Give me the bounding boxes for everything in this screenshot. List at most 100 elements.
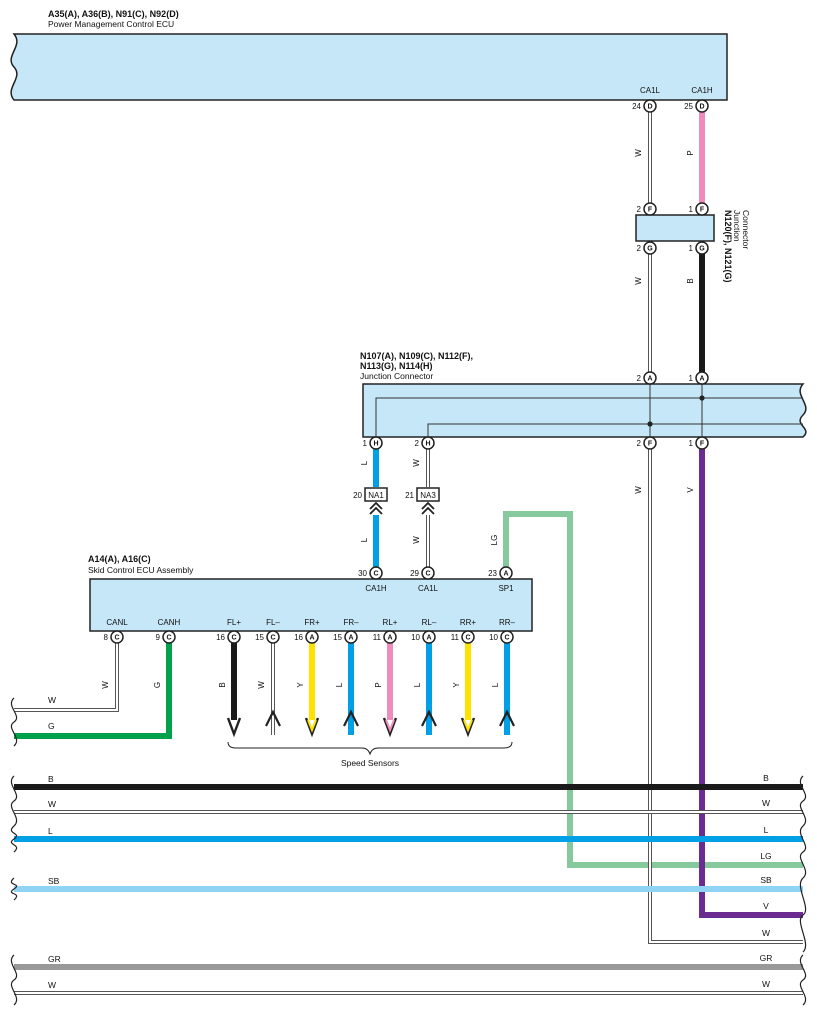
jc-internal-ca1h xyxy=(375,397,803,437)
wire-canl-left xyxy=(14,643,119,712)
wire-label: G xyxy=(153,682,162,688)
sensor-wire-label: B xyxy=(218,682,227,687)
power-management-ecu-box xyxy=(10,33,728,101)
wire-ca1h-down xyxy=(699,449,803,918)
bus-left-label: GR xyxy=(48,954,61,964)
power-management-ecu-title: A35(A), A36(B), N91(C), N92(D) xyxy=(48,9,179,19)
right-break-group-1 xyxy=(799,775,807,827)
junction-connector-large-title-1: N107(A), N109(C), N112(F), xyxy=(360,351,473,361)
skid-bottom-pin-number: 11 xyxy=(373,633,382,642)
jc-internal-ca1l xyxy=(427,423,803,437)
sensor-input-arrow xyxy=(265,709,281,727)
jc-large-bottom-pin-letter: F xyxy=(700,441,705,448)
left-break-can xyxy=(10,697,18,747)
skid-bottom-pin-letter: A xyxy=(348,635,353,642)
left-break-group-2 xyxy=(10,825,18,853)
sensor-wire-label: Y xyxy=(296,682,305,688)
wire-label: L xyxy=(360,537,369,542)
sensor-wire-label: L xyxy=(413,682,422,687)
wire-sp1-lg xyxy=(503,511,803,868)
wire-label: W xyxy=(634,486,643,494)
skid-bottom-pin-number: 8 xyxy=(104,633,109,642)
right-break-group-2 xyxy=(799,825,807,879)
inline-connector-label: NA3 xyxy=(420,491,436,500)
skid-top-pin-signal: SP1 xyxy=(498,584,514,593)
junction-connector-large-title-2: N113(G), N114(H) xyxy=(360,361,433,371)
sensor-output-arrow xyxy=(304,717,320,738)
pmecu-pin-signal: CA1H xyxy=(691,86,713,95)
skid-bottom-pin xyxy=(162,630,176,644)
sensor-output-arrow-fill xyxy=(307,719,317,733)
sensor-wire-label: W xyxy=(257,681,266,689)
wire-label: P xyxy=(686,150,695,155)
skid-bottom-pin-signal: CANL xyxy=(106,618,128,627)
sensor-output-arrow-fill xyxy=(463,719,473,733)
bus-right-label: SB xyxy=(760,875,772,885)
skid-bottom-pin-signal: RL– xyxy=(422,618,437,627)
skid-bottom-pin-number: 11 xyxy=(451,633,460,642)
wire-canl-left-core xyxy=(14,643,118,711)
skid-bottom-pin xyxy=(227,630,241,644)
jc-large-bottom-pin-letter: H xyxy=(373,441,378,448)
skid-control-ecu-box xyxy=(89,578,533,632)
bus-right-label: W xyxy=(762,928,770,938)
jc-small-top-pin-number: 1 xyxy=(689,205,694,214)
speed-sensors-label: Speed Sensors xyxy=(341,758,399,768)
wire-ca1l-down-core xyxy=(649,449,803,943)
bus-right-label: B xyxy=(763,773,769,783)
skid-bottom-pin xyxy=(110,630,124,644)
jc-small-top-pin-letter: F xyxy=(700,207,705,214)
bus-left-label: W xyxy=(48,980,56,990)
skid-control-ecu-title: A14(A), A16(C) xyxy=(88,554,151,564)
junction-connector-small-title: N120(F), N121(G) xyxy=(723,210,733,283)
skid-bottom-pin-letter: A xyxy=(387,635,392,642)
skid-top-pin-ca1h xyxy=(369,566,383,580)
junction-connector-large-box xyxy=(362,383,807,438)
jc-large-top-pin xyxy=(695,371,709,385)
skid-bottom-pin-number: 10 xyxy=(411,633,420,642)
jc-large-bottom-pin xyxy=(421,436,435,450)
junction-connector-small-subtitle-1: Junction xyxy=(732,210,742,242)
pmecu-pin-ca1h xyxy=(695,99,709,113)
skid-bottom-pin-number: 15 xyxy=(333,633,342,642)
skid-bottom-pin-letter: C xyxy=(114,635,119,642)
jc-small-bottom-pin-number: 1 xyxy=(689,244,694,253)
sensor-wire-label: Y xyxy=(452,682,461,688)
junction-connector-small-box xyxy=(635,214,715,242)
wire-label: W xyxy=(412,459,421,467)
jc-small-bottom-pin xyxy=(695,241,709,255)
skid-bottom-pin xyxy=(344,630,358,644)
wire-label: W xyxy=(101,681,110,689)
skid-bottom-pin xyxy=(500,630,514,644)
jc-large-top-pin xyxy=(643,371,657,385)
jc-large-top-pin-letter: A xyxy=(699,376,704,383)
skid-top-pin-signal: CA1H xyxy=(365,584,387,593)
skid-top-pin-number: 23 xyxy=(488,569,497,578)
bus-left-label: W xyxy=(48,799,56,809)
bus-right-label: GR xyxy=(760,953,773,963)
bus-right-label: LG xyxy=(760,851,771,861)
power-management-ecu-subtitle: Power Management Control ECU xyxy=(48,19,174,29)
bus-left-label: L xyxy=(48,826,53,836)
jc-small-bottom-pin-letter: G xyxy=(647,246,653,253)
jc-large-bottom-pin-number: 1 xyxy=(363,439,368,448)
skid-top-pin-ca1h-letter: C xyxy=(373,571,378,578)
wire-label: LG xyxy=(490,535,499,546)
skid-bottom-pin-signal: CANH xyxy=(158,618,181,627)
sensor-output-arrow xyxy=(226,717,242,738)
right-break-group-3 xyxy=(799,877,807,953)
jc-small-top-pin-letter: F xyxy=(648,207,653,214)
bus-right-label: W xyxy=(762,979,770,989)
skid-bottom-pin-signal: FR– xyxy=(343,618,359,627)
skid-bottom-pin xyxy=(383,630,397,644)
skid-bottom-pin-signal: FR+ xyxy=(304,618,320,627)
skid-bottom-pin-letter: C xyxy=(231,635,236,642)
jc-small-top-pin xyxy=(695,202,709,216)
bus-right-label: V xyxy=(763,901,769,911)
sensor-input-arrow xyxy=(499,709,515,727)
can-left-g-label: G xyxy=(48,721,55,731)
junction-connector-large-subtitle: Junction Connector xyxy=(360,371,433,381)
pmecu-pin-signal: CA1L xyxy=(640,86,661,95)
inline-connector-chevron xyxy=(369,501,383,515)
